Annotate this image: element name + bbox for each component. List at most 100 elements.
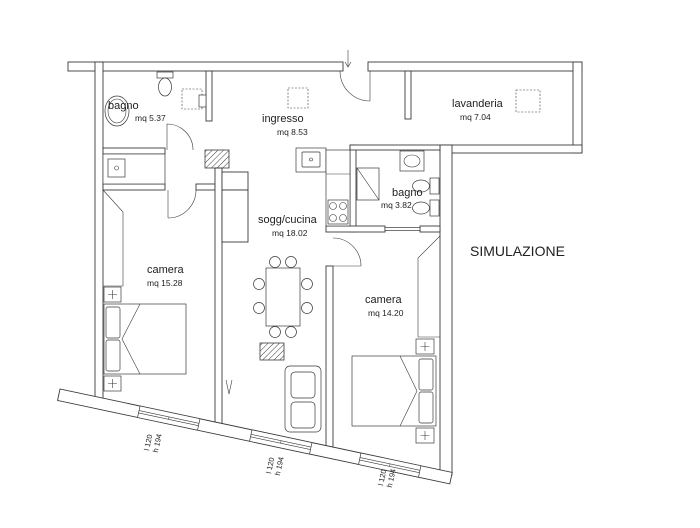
toilet-bowl (412, 179, 430, 193)
window-height: h 194 (385, 468, 398, 488)
room-name-camera-1: camera (147, 264, 185, 276)
window-2 (249, 429, 313, 455)
shaft (259, 342, 285, 361)
wall-bagno-bottom (102, 147, 166, 155)
sofa-cushion (290, 371, 316, 399)
sink (399, 150, 425, 172)
shower-tray (107, 158, 126, 178)
chair (253, 302, 265, 314)
bagno-2-fixtures (356, 150, 440, 217)
lavanderia-fixtures (515, 89, 541, 113)
lamp-cross (420, 431, 430, 440)
window-3-mullion (389, 463, 391, 467)
burner (339, 202, 347, 210)
basin (104, 95, 130, 127)
sink-drain (309, 157, 313, 162)
wall-block (221, 189, 249, 243)
room-name-camera-2: camera (365, 294, 403, 306)
basin-inner (107, 98, 127, 124)
chair (269, 256, 281, 268)
room-area-bagno-1: mq 5.37 (135, 113, 166, 123)
burner (339, 214, 347, 222)
window-2-glass (250, 434, 312, 448)
room-name-ingresso: ingresso (262, 113, 304, 125)
entrance-door (339, 70, 371, 102)
bagno-1-fixtures (102, 71, 230, 185)
wall-cucina-bagno (349, 144, 357, 233)
wall-camera-top-right (195, 183, 216, 191)
wall-ingresso-lavanderia (404, 70, 412, 120)
chair (285, 256, 297, 268)
sink (198, 94, 207, 108)
window-3-glass (359, 457, 421, 471)
chair (301, 278, 313, 290)
window-labels: l 120 h 194 l 120 h 194 l 120 h 194 (142, 433, 398, 488)
toilet-tank (156, 71, 174, 79)
window-3-label: l 120 h 194 (376, 468, 398, 488)
window-width: l 120 (264, 457, 276, 475)
lamp-cross (108, 379, 117, 388)
down-arrow-icon-head (344, 61, 352, 68)
wall-bagno2-top (349, 144, 441, 151)
wardrobe (417, 235, 441, 338)
chair (269, 326, 281, 338)
shower-tray-line (356, 167, 380, 201)
shaft (204, 149, 230, 169)
window-width: l 120 (376, 469, 388, 487)
blanket-fold (121, 303, 141, 375)
camera-1-furniture (102, 189, 187, 392)
outer-wall-top-left (67, 61, 344, 72)
window-height: h 194 (273, 456, 286, 476)
entrance-arrow (344, 50, 352, 68)
burner (329, 214, 337, 222)
bidet-bowl (412, 201, 430, 215)
window-width: l 120 (142, 434, 154, 452)
pillar (221, 171, 249, 191)
kitchen-sink (301, 151, 321, 168)
outer-wall-lavanderia-bottom (439, 144, 583, 154)
wall-camera-top-left (102, 183, 166, 191)
room-area-camera-2: mq 14.20 (368, 308, 404, 318)
outer-wall-top-right (367, 61, 583, 72)
blanket-fold (399, 355, 418, 427)
outer-wall-right (439, 144, 453, 476)
ingresso-fixtures (287, 87, 309, 109)
wall-bagno2-bottom-left (325, 225, 386, 233)
pillow (105, 339, 121, 372)
room-area-camera-1: mq 15.28 (147, 278, 183, 288)
room-area-ingresso: mq 8.53 (277, 127, 308, 137)
sofa-cushion (290, 401, 316, 429)
lamp-cross (108, 290, 117, 299)
window-1-mullion (168, 416, 170, 420)
bagno2-sliding-door (384, 227, 421, 231)
toilet-tank (429, 177, 440, 195)
camera-left-door (167, 189, 197, 219)
room-name-bagno-2: bagno (392, 187, 423, 199)
outer-wall-lavanderia-right (572, 61, 583, 154)
room-area-soggiorno: mq 18.02 (272, 228, 308, 238)
window-1 (137, 405, 201, 431)
wall-soggiorno-camera (325, 265, 334, 452)
wall-bagno2-bottom-right (419, 225, 441, 233)
dining-table (265, 267, 301, 327)
camera-right-door (332, 237, 362, 267)
ceiling-hatch (515, 89, 541, 113)
outer-wall-bottom (57, 388, 453, 485)
window-height: h 194 (151, 433, 164, 453)
outer-wall-left (94, 61, 104, 399)
doors (166, 50, 421, 267)
window-2-mullion (280, 440, 282, 444)
room-name-lavanderia: lavanderia (452, 98, 504, 110)
wall-camera-soggiorno (214, 167, 223, 427)
window-3 (358, 452, 422, 478)
sink-bowl (403, 154, 421, 168)
room-area-bagno-2: mq 3.82 (381, 200, 412, 210)
soggiorno-furniture (225, 256, 322, 433)
lamp-cross (420, 342, 430, 351)
room-name-soggiorno: sogg/cucina (258, 214, 318, 226)
bidet-tank (429, 199, 440, 217)
bagno-door (166, 123, 194, 151)
toilet-bowl (158, 77, 172, 97)
wall-bagno-ingresso (205, 70, 213, 122)
